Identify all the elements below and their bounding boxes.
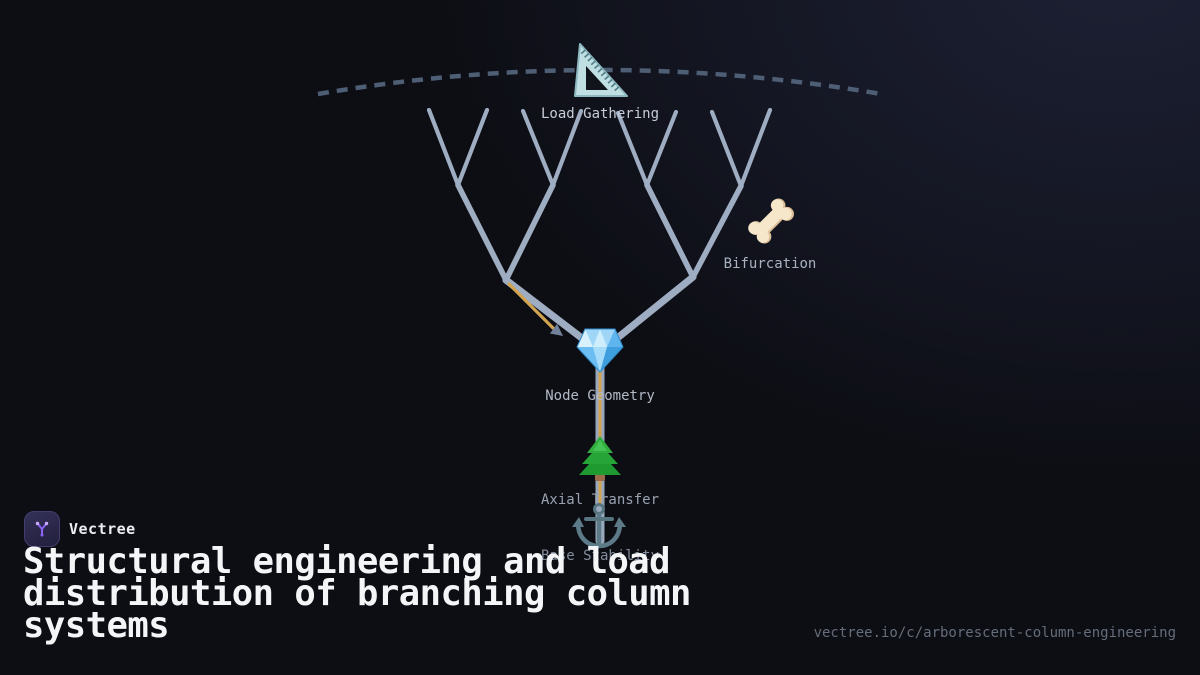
label-axial-transfer: Axial Transfer (540, 492, 660, 508)
label-node-geometry: Node Geometry (545, 388, 655, 404)
load-span-arc (317, 67, 882, 97)
tip-branches (426, 107, 773, 189)
gem-icon (576, 328, 624, 373)
label-base-stability: Base Stability (540, 548, 660, 564)
branch-segment (520, 108, 556, 188)
bone-icon (748, 198, 794, 244)
evergreen-tree-icon (579, 436, 621, 481)
footer-url: vectree.io/c/arborescent-column-engineer… (813, 625, 1176, 641)
branch-segment (455, 182, 509, 283)
branch-segment (690, 183, 744, 280)
brand-logo (24, 511, 60, 547)
branch-segment (644, 182, 696, 280)
branch-segment (738, 107, 773, 189)
branch-segment (550, 108, 584, 188)
branch-segment (644, 109, 679, 188)
branch-segment (455, 107, 490, 188)
label-bifurcation: Bifurcation (723, 256, 817, 272)
label-load-gathering: Load Gathering (540, 106, 660, 122)
brand: Vectree (24, 511, 136, 547)
anchor-icon (572, 503, 626, 549)
branch-segment (503, 182, 556, 283)
branching-v-icon (35, 521, 49, 537)
branch-segment (615, 110, 650, 188)
mid-branches (455, 182, 744, 283)
triangle-ruler-icon (574, 43, 628, 97)
load-path-arrowhead (549, 323, 563, 336)
branch-segment (426, 107, 461, 188)
brand-name: Vectree (69, 520, 136, 538)
load-path-diagonal (507, 282, 555, 330)
branch-segment (709, 109, 744, 189)
page-title: Structural engineering and load distribu… (23, 541, 691, 646)
